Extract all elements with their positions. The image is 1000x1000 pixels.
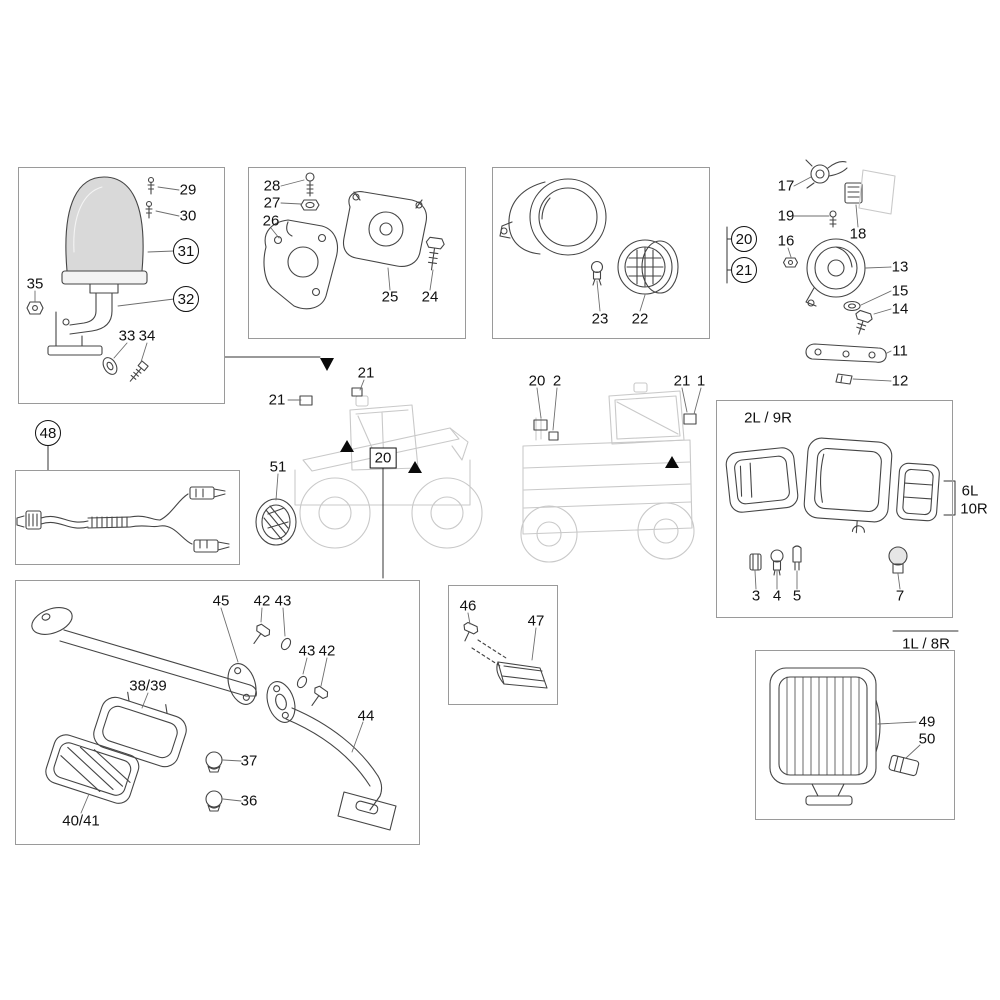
callout-20: 20 [528,372,546,390]
mounting-plates-drawing [263,172,445,310]
callout-50: 50 [918,730,936,748]
callout-26: 26 [262,212,280,230]
callout-51: 51 [269,458,287,476]
beacon-drawing [26,176,155,382]
group-box-license-lamp [448,585,558,705]
callout-2l-9r: 2L / 9R [744,409,792,427]
leader-lines [34,176,921,814]
callout-36: 36 [240,792,258,810]
callout-20: 20 [731,226,757,252]
wiring-harness-drawing [16,486,230,553]
callout-16: 16 [777,232,795,250]
callout-17: 17 [777,177,795,195]
group-box-square-work-lamp [755,650,955,820]
horn-and-bulb-parts-drawing [782,159,896,385]
callout-43: 43 [274,592,292,610]
callout-21: 21 [268,391,286,409]
callout-35: 35 [26,275,44,293]
callout-24: 24 [421,288,439,306]
reference-lines [47,226,959,632]
callout-21: 21 [357,364,375,382]
callout-12: 12 [891,372,909,390]
callout-7: 7 [895,587,905,605]
callout-13: 13 [891,258,909,276]
callout-15: 15 [891,282,909,300]
callout-4: 4 [772,587,782,605]
callout-32: 32 [173,286,199,312]
callout-3: 3 [751,587,761,605]
callout-18: 18 [849,225,867,243]
callout-28: 28 [263,177,281,195]
callout-14: 14 [891,300,909,318]
group-box-beacon [18,167,225,404]
callout-6l: 6L [961,482,979,500]
callout-43: 43 [298,642,316,660]
callout-1: 1 [696,372,706,390]
mirror-assembly-drawing [31,607,397,831]
license-lamp-drawing [463,621,548,689]
work-lamps-drawing [725,437,940,576]
callout-38-39: 38/39 [129,677,167,695]
callout-11: 11 [892,342,908,360]
callout-23: 23 [591,310,609,328]
callout-27: 27 [263,194,281,212]
group-box-mounting-plates [248,167,466,339]
callout-21: 21 [731,257,757,283]
callout-42: 42 [318,642,336,660]
group-box-wiring-harness [15,470,240,565]
machine-mounted-lamps-drawing [299,387,697,441]
callout-21: 21 [673,372,691,390]
position-arrows [320,358,679,473]
callout-20: 20 [369,447,397,469]
callout-34: 34 [138,327,156,345]
callout-37: 37 [240,752,258,770]
callout-48: 48 [35,420,61,446]
callout-45: 45 [212,592,230,610]
callout-31: 31 [173,238,199,264]
round-lamps-drawing [499,178,679,295]
callout-2: 2 [552,372,562,390]
callout-1l-8r: 1L / 8R [902,635,950,653]
callout-19: 19 [777,207,795,225]
machine-rear-view-drawing [520,382,695,563]
callout-25: 25 [381,288,399,306]
callout-44: 44 [357,707,375,725]
callout-49: 49 [918,713,936,731]
callout-29: 29 [179,181,197,199]
square-work-lamp-drawing [769,667,920,806]
callout-42: 42 [253,592,271,610]
callout-46: 46 [459,597,477,615]
callout-30: 30 [179,207,197,225]
callout-33: 33 [118,327,136,345]
group-box-front-lamps [492,167,710,339]
callout-22: 22 [631,310,649,328]
callout-47: 47 [527,612,545,630]
callout-5: 5 [792,587,802,605]
callout-40-41: 40/41 [62,812,100,830]
group-box-work-lamps [716,400,953,618]
callout-10r: 10R [960,500,988,518]
group-box-mirror-assembly [15,580,420,845]
